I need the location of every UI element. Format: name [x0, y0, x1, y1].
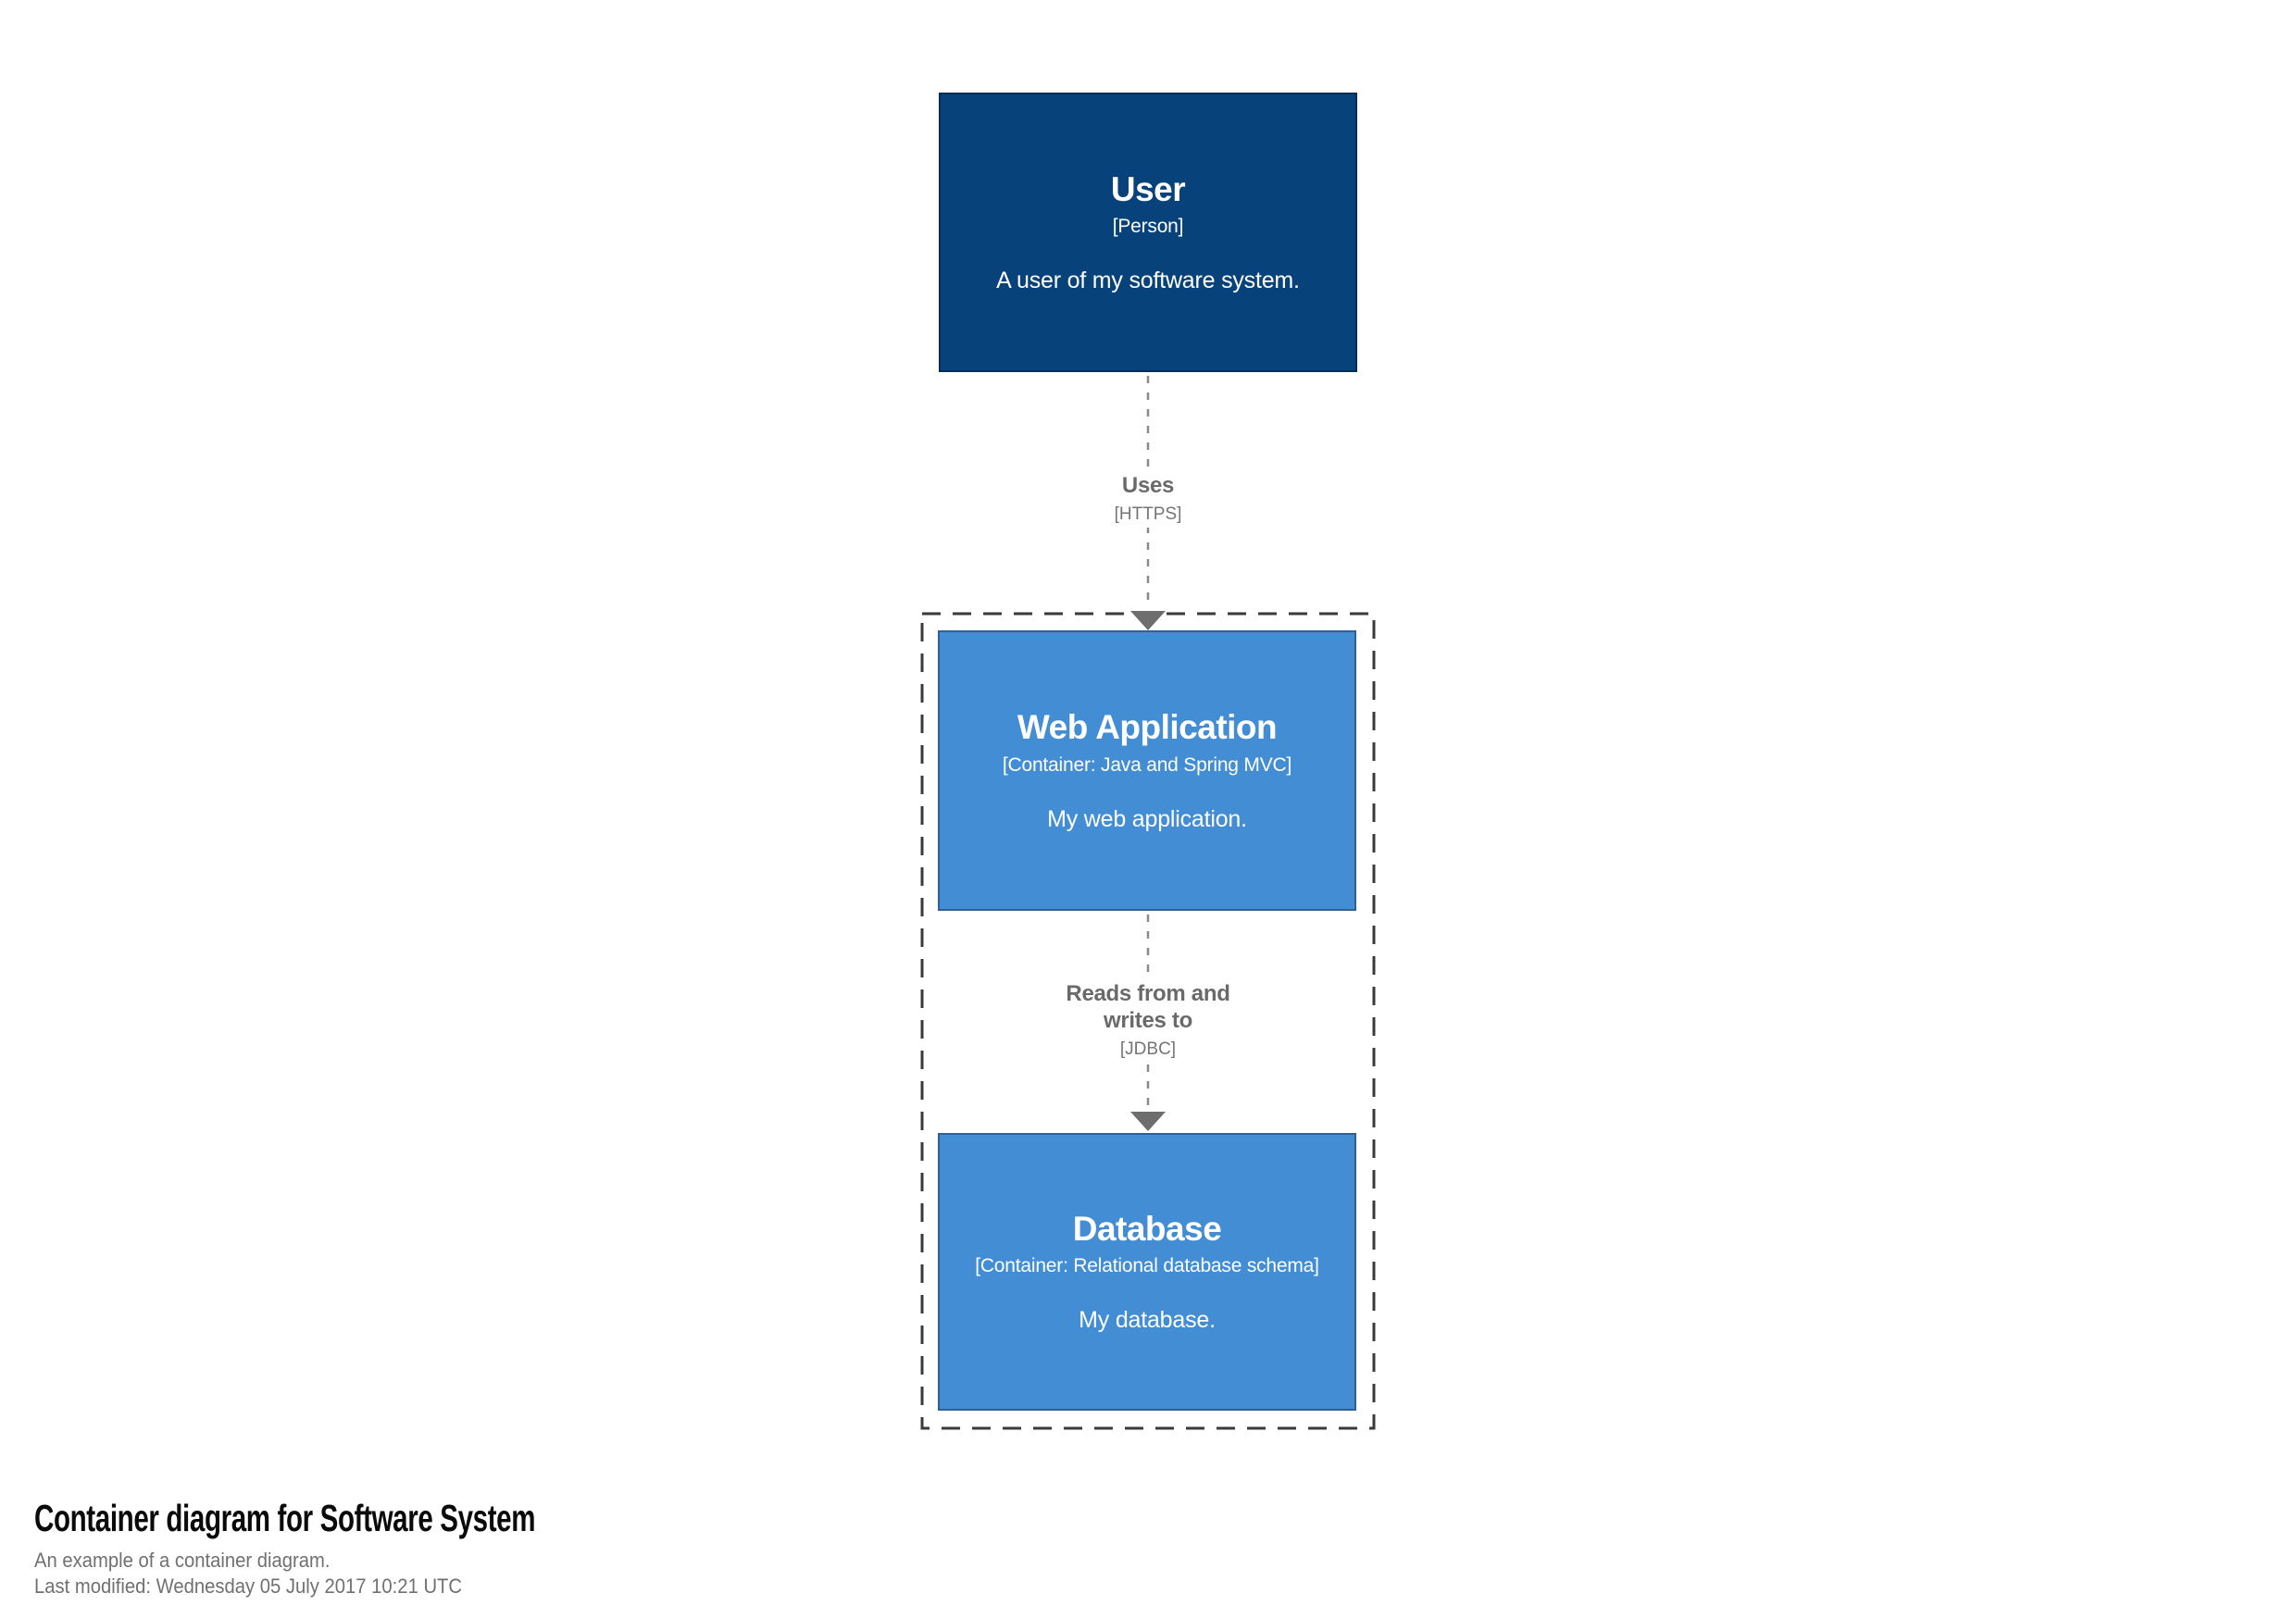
- uses-arrowhead-icon: [1130, 611, 1166, 630]
- node-name: Database: [1072, 1209, 1222, 1248]
- container-node-web-application: Web Application [Container: Java and Spr…: [938, 630, 1356, 911]
- relationship-technology: [JDBC]: [1119, 1039, 1177, 1059]
- reads-writes-arrowhead-icon: [1130, 1112, 1166, 1131]
- diagram-title: Container diagram for Software System: [34, 1497, 536, 1539]
- uses-relationship-label: Uses [HTTPS]: [1104, 470, 1192, 528]
- node-description: A user of my software system.: [996, 268, 1300, 294]
- diagram-description: An example of a container diagram.: [34, 1549, 331, 1572]
- node-meta: [Person]: [1112, 216, 1184, 238]
- node-description: My database.: [1079, 1307, 1216, 1334]
- node-meta: [Container: Relational database schema]: [975, 1255, 1319, 1277]
- person-node-user: User [Person] A user of my software syst…: [939, 93, 1357, 372]
- node-name: Web Application: [1017, 708, 1278, 747]
- relationship-technology: [HTTPS]: [1114, 504, 1182, 524]
- node-description: My web application.: [1047, 805, 1247, 832]
- container-node-database: Database [Container: Relational database…: [938, 1133, 1356, 1411]
- relationship-name: Uses: [1121, 473, 1175, 498]
- reads-writes-relationship-label: Reads from and writes to [JDBC]: [1043, 978, 1253, 1063]
- node-meta: [Container: Java and Spring MVC]: [1002, 753, 1292, 776]
- node-name: User: [1110, 169, 1186, 208]
- diagram-last-modified: Last modified: Wednesday 05 July 2017 10…: [34, 1574, 463, 1598]
- relationship-name: Reads from and writes to: [1066, 981, 1230, 1033]
